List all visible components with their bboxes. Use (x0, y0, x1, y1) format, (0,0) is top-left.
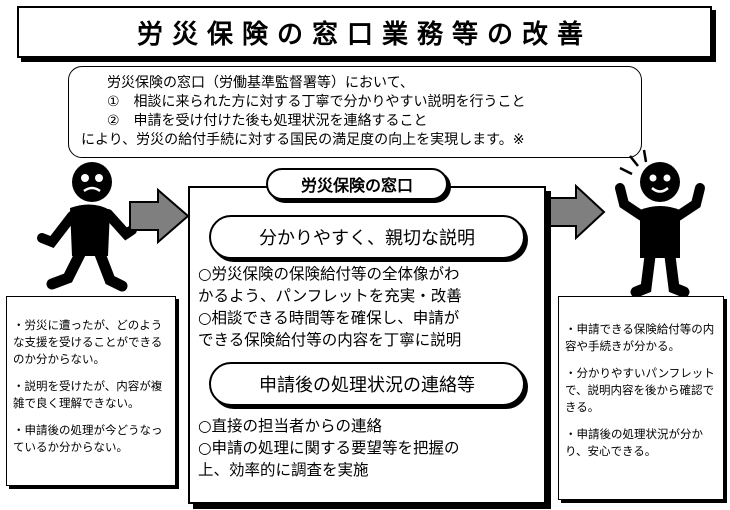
section1-line-1: ○労災保険の保険給付等の全体像がわ (198, 265, 460, 283)
concern-item-2: ・説明を受けたが、内容が複雑で良く理解できない。 (13, 379, 163, 410)
right-arrow-icon (129, 187, 190, 245)
section-body-status: ○直接の担当者からの連絡 ○申請の処理に関する要望等を把握の 上、効率的に調査を… (198, 415, 538, 481)
section2-line-3: 上、効率的に調査を実施 (198, 461, 369, 479)
concern-item-1: ・労災に遭ったが、どのような支援を受けることができるのか分からない。 (13, 318, 163, 366)
benefit-item-2: ・分かりやすいパンフレットで、説明内容を後から確認できる。 (565, 366, 715, 414)
section1-line-4: できる保険給付等の内容を丁寧に説明 (198, 331, 462, 349)
right-benefits-box: ・申請できる保険給付等の内容や手続きが分かる。 ・分かりやすいパンフレットで、説… (558, 296, 724, 500)
section1-line-2: かるよう、パンフレットを充実・改善 (198, 287, 462, 305)
section-heading-explanation: 分かりやすく、親切な説明 (209, 215, 525, 259)
section2-line-2: ○申請の処理に関する要望等を把握の (198, 439, 460, 457)
intro-line-2: ① 相談に来られた方に対する丁寧で分かりやすい説明を行うこと (107, 94, 526, 110)
section2-line-1: ○直接の担当者からの連絡 (198, 417, 383, 435)
benefit-item-3: ・申請後の処理状況が分かり、安心できる。 (565, 427, 703, 458)
right-arrow-icon (549, 183, 606, 241)
intro-line-3: ② 申請を受け付けた後も処理状況を連絡すること (107, 113, 428, 129)
section-body-explanation: ○労災保険の保険給付等の全体像がわ かるよう、パンフレットを充実・改善 ○相談で… (198, 263, 538, 351)
intro-box: 労災保険の窓口（労働基準監督署等）において、 ① 相談に来られた方に対する丁寧で… (68, 66, 642, 158)
worried-person-icon (37, 162, 137, 292)
section1-line-3: ○相談できる時間等を確保し、申請が (198, 309, 460, 327)
center-title: 労災保険の窓口 (266, 168, 448, 200)
concern-item-3: ・申請後の処理が今どうなっているか分からない。 (13, 423, 163, 454)
section-heading-status: 申請後の処理状況の連絡等 (209, 362, 525, 406)
intro-line-4: により、労災の給付手続に対する国民の満足度の向上を実現します。※ (81, 132, 525, 148)
intro-line-1: 労災保険の窓口（労働基準監督署等）において、 (107, 75, 414, 91)
happy-person-icon (615, 149, 705, 298)
page-title: 労災保険の窓口業務等の改善 (17, 6, 712, 58)
benefit-item-1: ・申請できる保険給付等の内容や手続きが分かる。 (565, 322, 715, 353)
left-concerns-box: ・労災に遭ったが、どのような支援を受けることができるのか分からない。 ・説明を受… (6, 296, 176, 486)
